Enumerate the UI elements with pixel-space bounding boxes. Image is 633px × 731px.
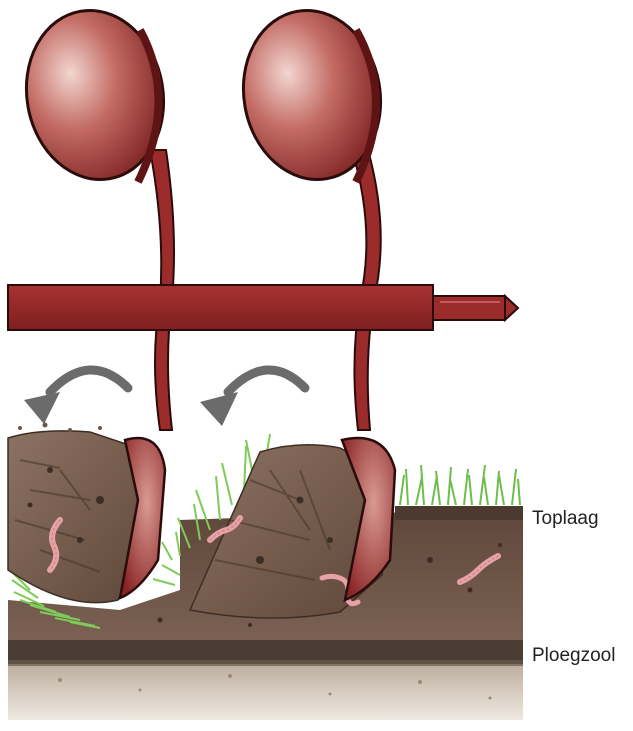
grass-right [400, 465, 520, 505]
subsoil-layer [8, 660, 523, 720]
frame-beam [8, 285, 518, 330]
topsoil-label: Toplaag [532, 508, 599, 530]
plough-pan-layer [8, 638, 523, 666]
curved-arrow-icon [24, 370, 128, 424]
curved-arrow-icon [200, 370, 305, 426]
plough-pan-label: Ploegzool [532, 645, 615, 667]
